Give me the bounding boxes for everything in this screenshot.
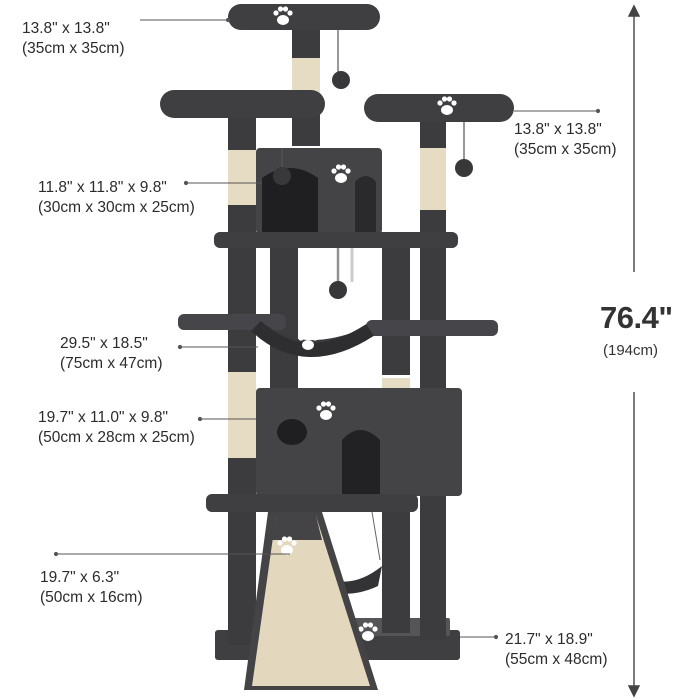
hammock [178, 314, 498, 357]
scratching-ramp [244, 512, 378, 690]
lower-condo [256, 388, 462, 496]
dimension-imperial: 29.5" x 18.5" [60, 335, 148, 352]
ramp-dimension: 19.7" x 6.3" (50cm x 16cm) [40, 568, 143, 608]
dimension-imperial: 13.8" x 13.8" [514, 121, 602, 138]
dimension-metric: (50cm x 28cm x 25cm) [38, 429, 195, 446]
height-arrow [627, 4, 641, 698]
middle-platform [214, 232, 458, 299]
dimension-metric: (75cm x 47cm) [60, 355, 163, 372]
total-height-metric: (194cm) [603, 342, 659, 359]
upper-condo-dimension: 11.8" x 11.8" x 9.8" (30cm x 30cm x 25cm… [38, 178, 195, 218]
left-perch [160, 90, 325, 118]
hammock-dimension: 29.5" x 18.5" (75cm x 47cm) [60, 334, 163, 374]
top-perch-dimension: 13.8" x 13.8" (35cm x 35cm) [22, 19, 125, 59]
base-dimension: 21.7" x 18.9" (55cm x 48cm) [505, 630, 608, 670]
dimension-metric: (30cm x 30cm x 25cm) [38, 199, 195, 216]
right-perch-dimension: 13.8" x 13.8" (35cm x 35cm) [514, 120, 617, 160]
callout-lines [53, 17, 601, 640]
upper-condo [256, 148, 382, 234]
dimension-imperial: 19.7" x 11.0" x 9.8" [38, 409, 168, 426]
dimension-metric: (35cm x 35cm) [514, 141, 617, 158]
top-perch [228, 4, 380, 89]
lower-condo-dimension: 19.7" x 11.0" x 9.8" (50cm x 28cm x 25cm… [38, 408, 195, 448]
dimension-metric: (55cm x 48cm) [505, 651, 608, 668]
dimension-metric: (50cm x 16cm) [40, 589, 143, 606]
lower-platform [206, 494, 418, 512]
dimension-imperial: 11.8" x 11.8" x 9.8" [38, 179, 167, 196]
right-perch [364, 94, 514, 177]
total-height-imperial: 76.4" [600, 300, 673, 335]
dimension-imperial: 21.7" x 18.9" [505, 631, 593, 648]
dimension-imperial: 13.8" x 13.8" [22, 20, 110, 37]
dimension-metric: (35cm x 35cm) [22, 40, 125, 57]
dimension-imperial: 19.7" x 6.3" [40, 569, 120, 586]
